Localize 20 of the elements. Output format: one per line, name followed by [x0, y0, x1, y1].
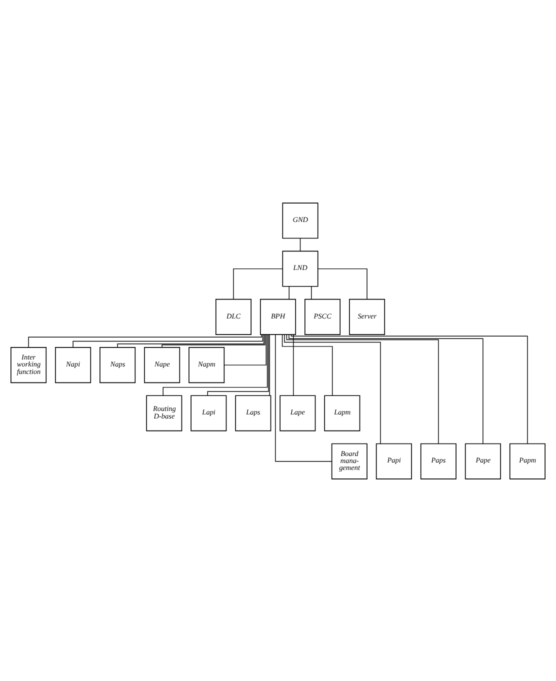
connector	[286, 334, 439, 444]
connector	[300, 237, 301, 252]
connector	[284, 334, 381, 444]
connector	[207, 334, 269, 396]
connector	[28, 334, 262, 348]
connector	[233, 268, 283, 300]
connector	[162, 334, 266, 348]
connector	[269, 334, 270, 396]
connector	[72, 334, 264, 348]
connector	[290, 334, 528, 444]
connector	[288, 286, 290, 300]
connector	[293, 334, 294, 396]
connector	[282, 334, 333, 396]
connector	[117, 334, 264, 348]
connector	[275, 334, 332, 462]
connector	[288, 334, 484, 444]
connector	[224, 334, 267, 365]
connector	[318, 268, 368, 300]
connector	[162, 334, 268, 396]
connector	[311, 286, 312, 300]
